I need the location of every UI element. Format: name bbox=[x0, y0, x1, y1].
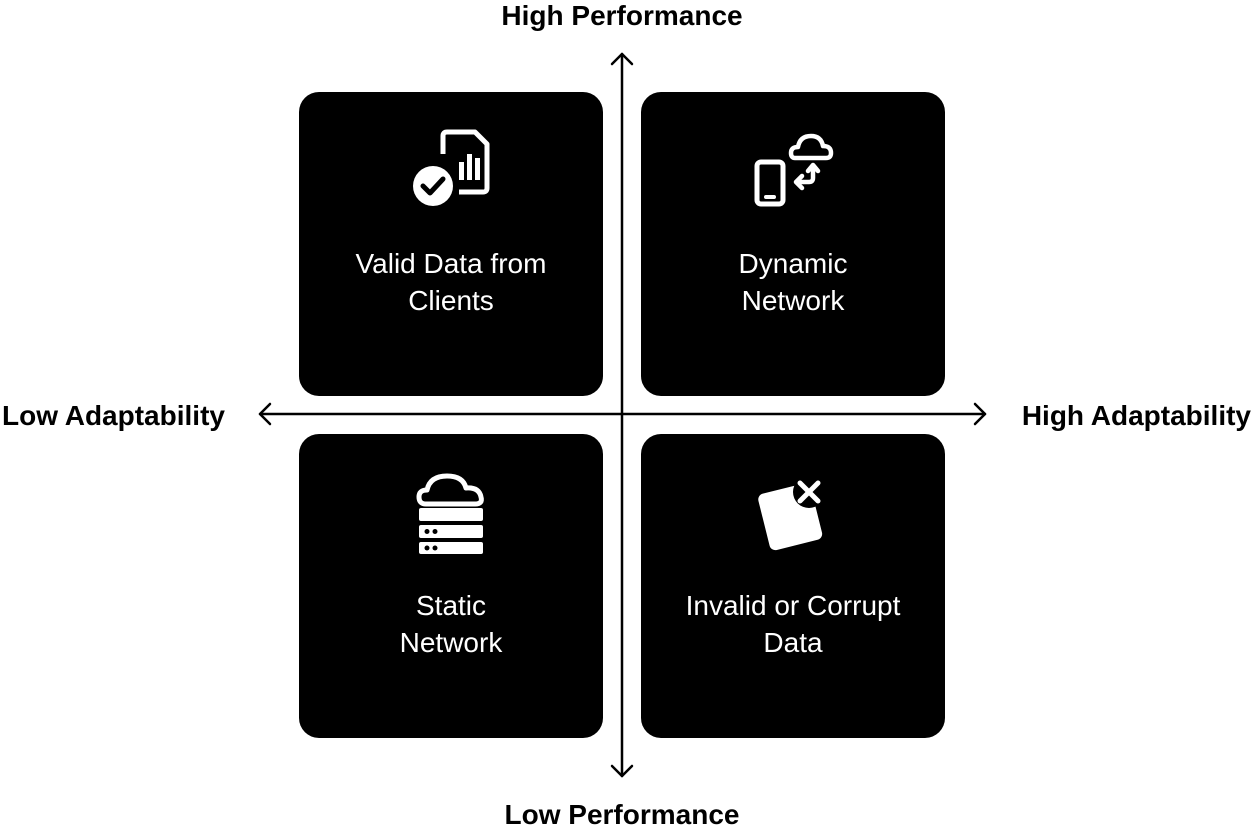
data-report-check-icon bbox=[413, 129, 490, 206]
quadrant-dynamic-network: Dynamic Network bbox=[641, 92, 945, 396]
quadrant-label-line2: Network bbox=[741, 285, 845, 316]
quadrant-invalid-or-corrupt-data: Invalid or Corrupt Data bbox=[641, 434, 945, 738]
quadrant-label-line1: Valid Data from bbox=[355, 248, 547, 279]
quadrant-label-line2: Clients bbox=[408, 285, 494, 316]
phone-cloud-sync-icon bbox=[754, 133, 834, 207]
arrow-down-icon bbox=[610, 764, 634, 778]
axis-label-high-adaptability: High Adaptability bbox=[1021, 400, 1251, 431]
quadrant-label-line1: Invalid or Corrupt bbox=[685, 590, 901, 621]
quadrant-static-network: Static Network bbox=[299, 434, 603, 738]
quadrant-label-line2: Data bbox=[763, 627, 823, 658]
quadrant-label-line2: Network bbox=[399, 627, 503, 658]
axis-label-low-performance: Low Performance bbox=[504, 799, 740, 830]
arrow-up-icon bbox=[610, 52, 634, 66]
cloud-server-icon bbox=[416, 473, 484, 554]
arrow-right-icon bbox=[973, 402, 987, 426]
axis-label-low-adaptability: Low Adaptability bbox=[2, 400, 225, 431]
axis-label-high-performance: High Performance bbox=[501, 0, 743, 31]
quadrant-label-line1: Static bbox=[415, 590, 487, 621]
arrow-left-icon bbox=[258, 402, 272, 426]
quadrant-label-line1: Dynamic bbox=[738, 248, 848, 279]
document-x-icon bbox=[758, 476, 825, 551]
quadrant-valid-data-from-clients: Valid Data from Clients bbox=[299, 92, 603, 396]
